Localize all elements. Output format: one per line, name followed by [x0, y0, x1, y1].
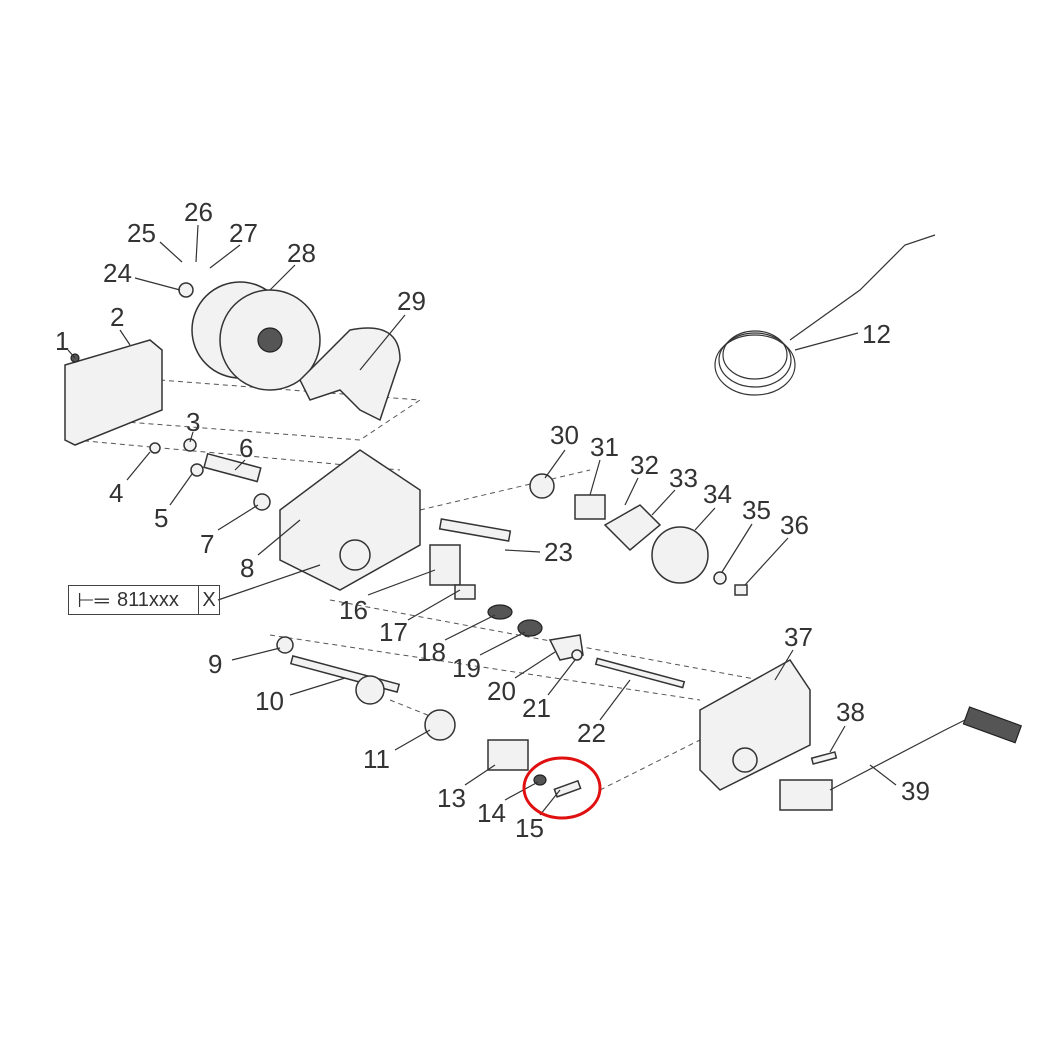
- part-labels: 1 2 3 4 5 6 7 8 9 10 11 12 13 14 15 16 1…: [55, 197, 930, 843]
- side-cover: [64, 339, 163, 446]
- part-label: 35: [742, 495, 771, 525]
- part-label: 4: [109, 478, 123, 508]
- part-label: 24: [103, 258, 132, 288]
- key-icon: ⊢═: [77, 589, 109, 612]
- part-label: 25: [127, 218, 156, 248]
- part-label: 27: [229, 218, 258, 248]
- part-label: 36: [780, 510, 809, 540]
- part-label: 6: [239, 433, 253, 463]
- part-label: 13: [437, 783, 466, 813]
- part-label: 33: [669, 463, 698, 493]
- part-label: 14: [477, 798, 506, 828]
- part-label: 20: [487, 676, 516, 706]
- part-label: 3: [186, 407, 200, 437]
- part-label: 7: [200, 529, 214, 559]
- part-label: 19: [452, 653, 481, 683]
- reference-suffix: X: [198, 586, 219, 614]
- part-label: 26: [184, 197, 213, 227]
- part-label: 37: [784, 622, 813, 652]
- part-label: 17: [379, 617, 408, 647]
- part-label: 38: [836, 697, 865, 727]
- part-label: 1: [55, 326, 69, 356]
- part-label: 34: [703, 479, 732, 509]
- part-label: 39: [901, 776, 930, 806]
- part-label: 22: [577, 718, 606, 748]
- winch-frame: [279, 449, 421, 591]
- part-label: 5: [154, 503, 168, 533]
- highlight-circle: [522, 756, 602, 820]
- part-label: 18: [417, 637, 446, 667]
- part-label: 11: [363, 744, 390, 774]
- part-label: 23: [544, 537, 573, 567]
- leader-lines: [67, 224, 897, 816]
- part-label: 32: [630, 450, 659, 480]
- part-shapes: [64, 234, 1023, 811]
- reference-code: 811xxx: [117, 588, 179, 611]
- part-label: 16: [339, 595, 368, 625]
- part-label: 15: [515, 813, 544, 843]
- part-label: 30: [550, 420, 579, 450]
- part-label: 29: [397, 286, 426, 316]
- cable-coil: [714, 234, 936, 396]
- part-label: 2: [110, 302, 124, 332]
- reference-box: ⊢═ 811xxx X: [68, 585, 220, 615]
- part-label: 21: [522, 693, 551, 723]
- part-label: 10: [255, 686, 284, 716]
- part-label: 28: [287, 238, 316, 268]
- part-label: 12: [862, 319, 891, 349]
- housing-cover: [699, 659, 811, 791]
- part-label: 8: [240, 553, 254, 583]
- part-label: 31: [590, 432, 619, 462]
- part-label: 9: [208, 649, 222, 679]
